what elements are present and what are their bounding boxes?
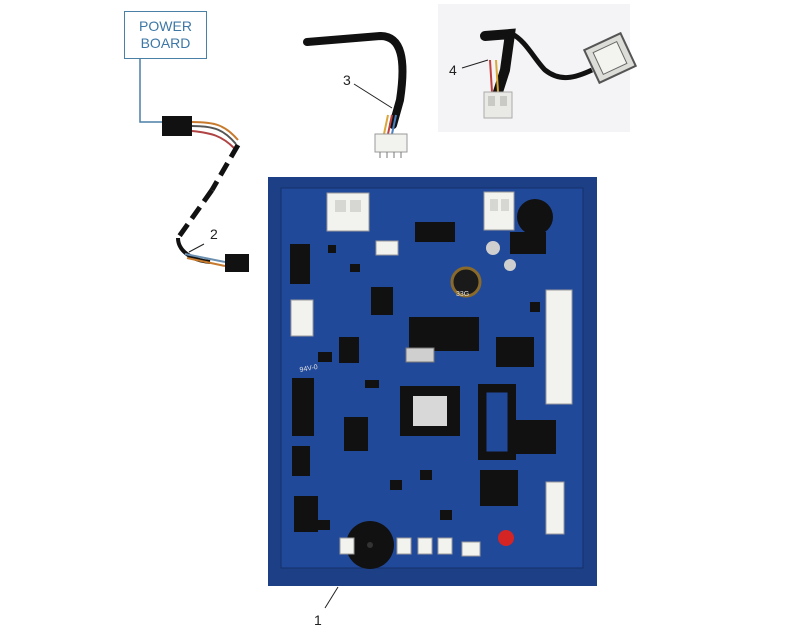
power-board-leader bbox=[139, 59, 162, 123]
inductor-label: 33G bbox=[456, 291, 469, 298]
main-board: 33G 94V-0 bbox=[268, 177, 597, 586]
cable-4 bbox=[438, 4, 638, 132]
power-board-box: POWER BOARD bbox=[124, 11, 207, 59]
leader-2 bbox=[188, 243, 205, 253]
cable-2 bbox=[162, 116, 249, 272]
leader-4 bbox=[461, 59, 489, 69]
leader-1 bbox=[324, 586, 339, 609]
callout-2: 2 bbox=[210, 226, 218, 242]
power-board-line2: BOARD bbox=[140, 35, 191, 51]
callout-1: 1 bbox=[314, 612, 322, 628]
callout-4: 4 bbox=[449, 62, 457, 78]
cable-3 bbox=[303, 31, 408, 158]
callout-3: 3 bbox=[343, 72, 351, 88]
board-silk-label: 94V-0 bbox=[299, 364, 318, 374]
power-board-line1: POWER bbox=[139, 18, 192, 34]
leader-3 bbox=[353, 83, 393, 109]
